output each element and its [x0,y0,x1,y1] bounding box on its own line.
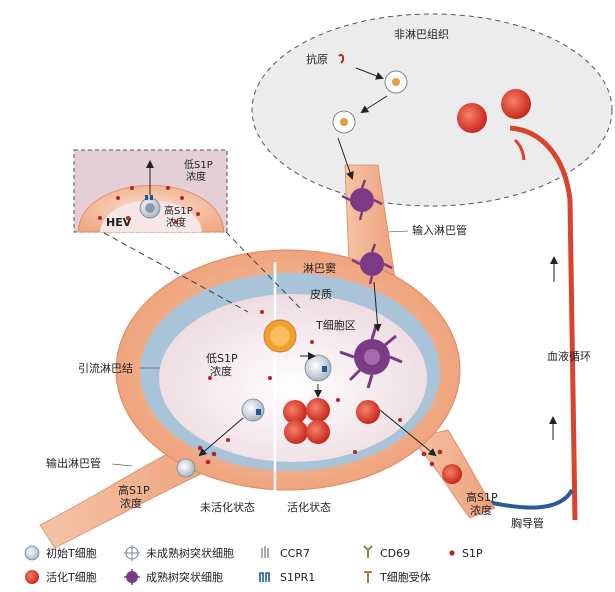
inset-naive-t-cell [139,195,161,219]
legend-label-mature-dc: 成熟树突状细胞 [146,570,223,584]
inset-low-s1p-l2: 浓度 [186,170,206,183]
afferent-leader [387,230,409,233]
high-s1p-left-label: 高S1P 浓度 [118,483,153,510]
node-mature-dendritic-cell [339,325,403,389]
blood-circulation-label: 血液循环 [547,349,591,363]
arrow-dc-dc [360,95,388,114]
t-cell-zone-label: T细胞区 [315,319,356,332]
inactive-state-label: 未活化状态 [200,500,255,514]
tissue-activated-t-cell-1 [457,103,487,133]
arrow-tcell-exit [198,417,244,457]
legend: 初始T细胞 未成熟树突状细胞 CCR7 CD69 S1P 活化T细胞 成熟树突状… [24,545,483,585]
legend-ccr7-icon [261,546,269,558]
hev-label: HEV [106,216,132,229]
arrow-sinus-dc [373,281,382,332]
node-activated-t-cluster [283,398,380,444]
antigen-label: 抗原 [306,52,328,66]
arrow-antigen-dc [355,67,384,80]
blood-vessel-red-branch [513,138,526,161]
afferent-lymphatic-label: 输入淋巴管 [412,223,467,237]
inset-low-s1p-label: 低S1P 浓度 [184,158,216,183]
high-s1p-right-l2: 浓度 [470,503,492,517]
inset-connector-left [94,227,249,313]
thoracic-duct-vessel [487,488,574,510]
inset-connector-right [225,231,301,309]
legend-cd69-icon [363,545,373,558]
low-s1p-node-label: 低S1P 浓度 [206,352,241,378]
efferent-lymphatic-label: 输出淋巴管 [46,456,101,470]
legend-s1pr1-icon [259,572,270,582]
activated-state-label: 活化状态 [287,500,331,514]
thoracic-activated-t-cell [442,464,462,484]
inset-low-s1p-l1: 低S1P [184,158,213,171]
high-s1p-left-l2: 浓度 [120,496,142,510]
arrow-activated-exit [379,409,437,457]
legend-label-ccr7: CCR7 [280,547,310,560]
inset-high-s1p-l1: 高S1P [164,204,193,217]
legend-label-immature-dc: 未成熟树突状细胞 [146,546,234,560]
sinus-mature-dc [351,243,393,285]
tissue-immature-dc-1 [384,70,408,94]
tissue-activated-t-cell-2 [501,89,531,119]
legend-immature-dc-icon [124,545,140,561]
efferent-leader [111,463,133,467]
legend-label-cd69: CD69 [380,547,410,560]
high-s1p-right-label: 高S1P 浓度 [466,490,501,517]
lymph-sinus-label: 淋巴窦 [303,262,336,275]
node-dendritic-cell-yellow [263,319,297,353]
legend-label-s1p: S1P [462,547,483,560]
tissue-immature-dc-2 [332,110,356,134]
inset-high-s1p-label: 高S1P 浓度 [164,204,196,229]
non-lymphoid-tissue [251,13,613,207]
draining-lymph-node-label: 引流淋巴结 [78,361,133,375]
thoracic-duct-label: 胸导管 [511,516,544,530]
arrow-dc-lymphatic [337,137,354,180]
legend-s1p-dot-icon [449,550,455,556]
legend-label-t-cell-receptor: T细胞受体 [379,570,431,584]
efferent-naive-t-cell [176,458,196,478]
legend-label-activated-t-cell: 活化T细胞 [46,570,97,584]
cortex-label: 皮质 [310,288,332,301]
legend-mature-dc-icon [124,569,140,585]
inset-s1p-dots [98,186,200,224]
node-naive-t-cell-2 [241,398,265,422]
legend-naive-t-cell-icon [24,545,40,561]
low-s1p-node-l2: 浓度 [210,364,232,378]
antigen-glyph [338,53,345,64]
legend-activated-t-cell-icon [25,570,39,584]
legend-label-s1pr1: S1PR1 [280,571,315,584]
high-s1p-right-l1: 高S1P [466,490,498,504]
afferent-mature-dc [341,179,383,221]
legend-t-cell-receptor-icon [364,571,372,583]
low-s1p-node-l1: 低S1P [206,352,238,365]
legend-label-naive-t-cell: 初始T细胞 [46,546,97,560]
node-naive-t-cell-1 [304,354,332,382]
node-s1p-dots [197,310,443,467]
non-lymphoid-tissue-label: 非淋巴组织 [394,27,449,41]
blood-vessel-red [509,125,578,521]
high-s1p-left-l1: 高S1P [118,483,150,497]
